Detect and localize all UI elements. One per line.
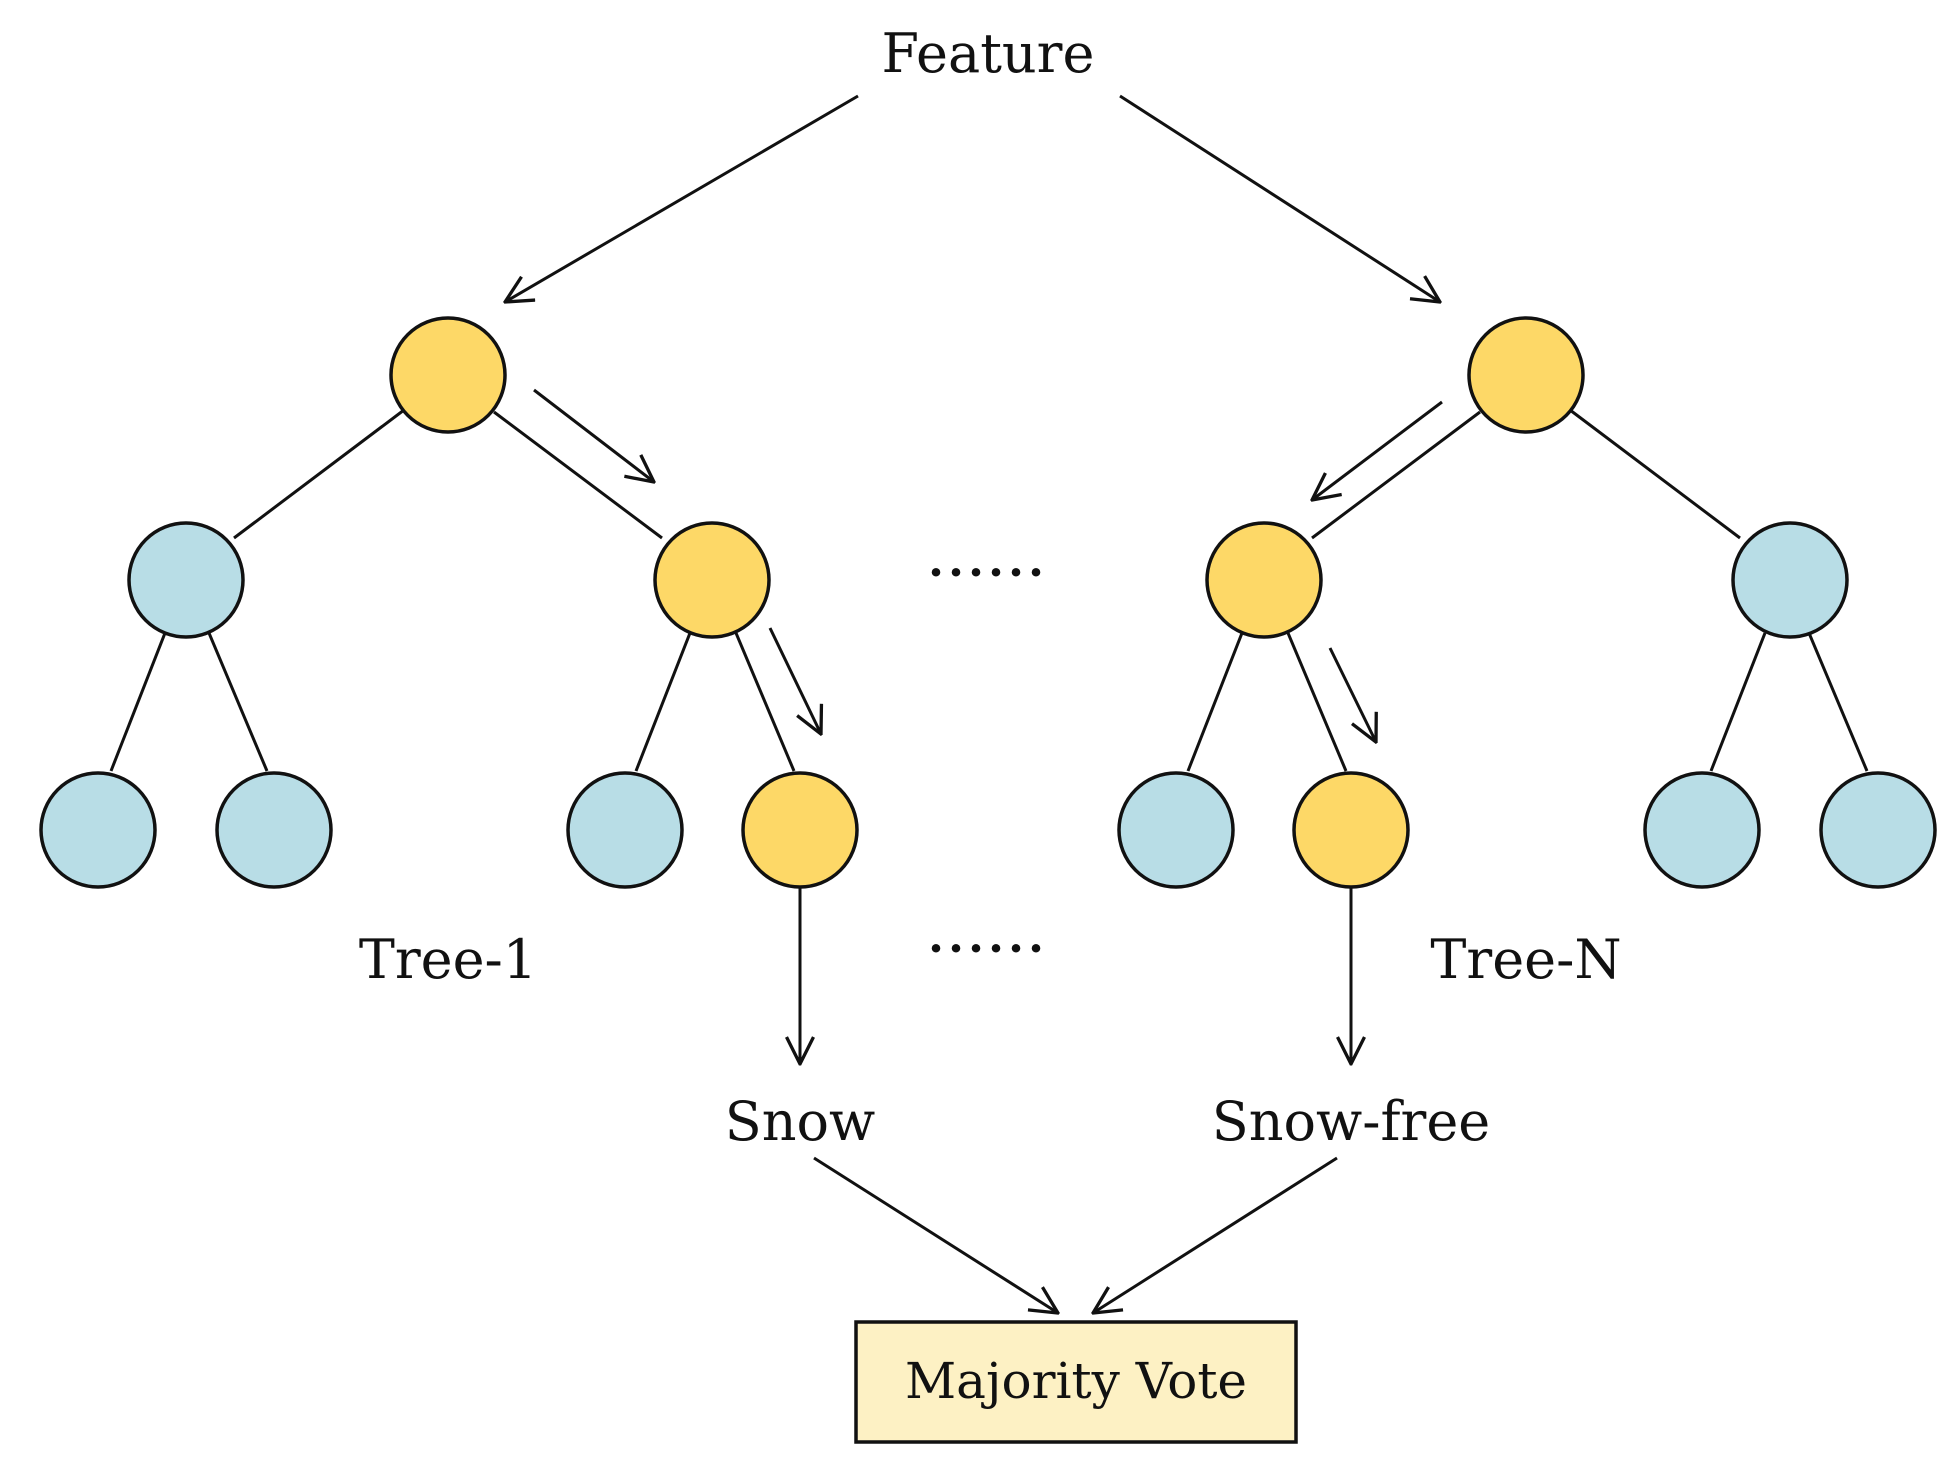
tree-1-label: Tree-1 bbox=[359, 928, 537, 991]
output-snow-free-label: Snow-free bbox=[1212, 1090, 1490, 1153]
treeN-leaf-node-3 bbox=[1643, 771, 1761, 889]
tree1-right-child-node bbox=[653, 521, 771, 639]
treeN-leaf-node-4 bbox=[1819, 771, 1937, 889]
treeN-right-child-node bbox=[1731, 521, 1849, 639]
path-arrow-treeN-level2 bbox=[1328, 647, 1376, 742]
arrow-feature-to-tree1 bbox=[505, 94, 859, 302]
output-snow-label: Snow bbox=[725, 1090, 876, 1153]
arrow-snow-to-vote bbox=[813, 1156, 1058, 1313]
arrow-feature-to-treeN bbox=[1119, 94, 1440, 302]
tree1-left-child-node bbox=[127, 521, 245, 639]
treeN-leaf-node-1 bbox=[1117, 771, 1235, 889]
tree-n-label: Tree-N bbox=[1430, 928, 1621, 991]
treeN-left-child-node bbox=[1205, 521, 1323, 639]
tree-n-edges bbox=[1186, 408, 1869, 772]
tree1-leaf-node-2 bbox=[215, 771, 333, 889]
tree1-leaf-node-3 bbox=[566, 771, 684, 889]
treeN-root-node bbox=[1467, 316, 1585, 434]
feature-label: Feature bbox=[882, 22, 1095, 85]
majority-vote-label: Majority Vote bbox=[905, 1352, 1247, 1410]
tree-1 bbox=[39, 316, 859, 889]
treeN-leaf-node-2 bbox=[1292, 771, 1410, 889]
tree-1-edges bbox=[109, 408, 796, 772]
path-arrow-tree1-level2 bbox=[768, 627, 821, 734]
ellipsis-between-trees: ······ bbox=[928, 545, 1048, 599]
tree1-leaf-node-4 bbox=[741, 771, 859, 889]
majority-vote-box: Majority Vote bbox=[854, 1320, 1298, 1444]
path-arrow-treeN-level1 bbox=[1312, 400, 1443, 500]
tree1-root-node bbox=[389, 316, 507, 434]
tree-n bbox=[1117, 316, 1937, 889]
ellipsis-between-labels: ······ bbox=[928, 921, 1048, 975]
tree1-leaf-node-1 bbox=[39, 771, 157, 889]
arrow-snow-free-to-vote bbox=[1093, 1156, 1338, 1313]
path-arrow-tree1-level1 bbox=[533, 388, 654, 482]
